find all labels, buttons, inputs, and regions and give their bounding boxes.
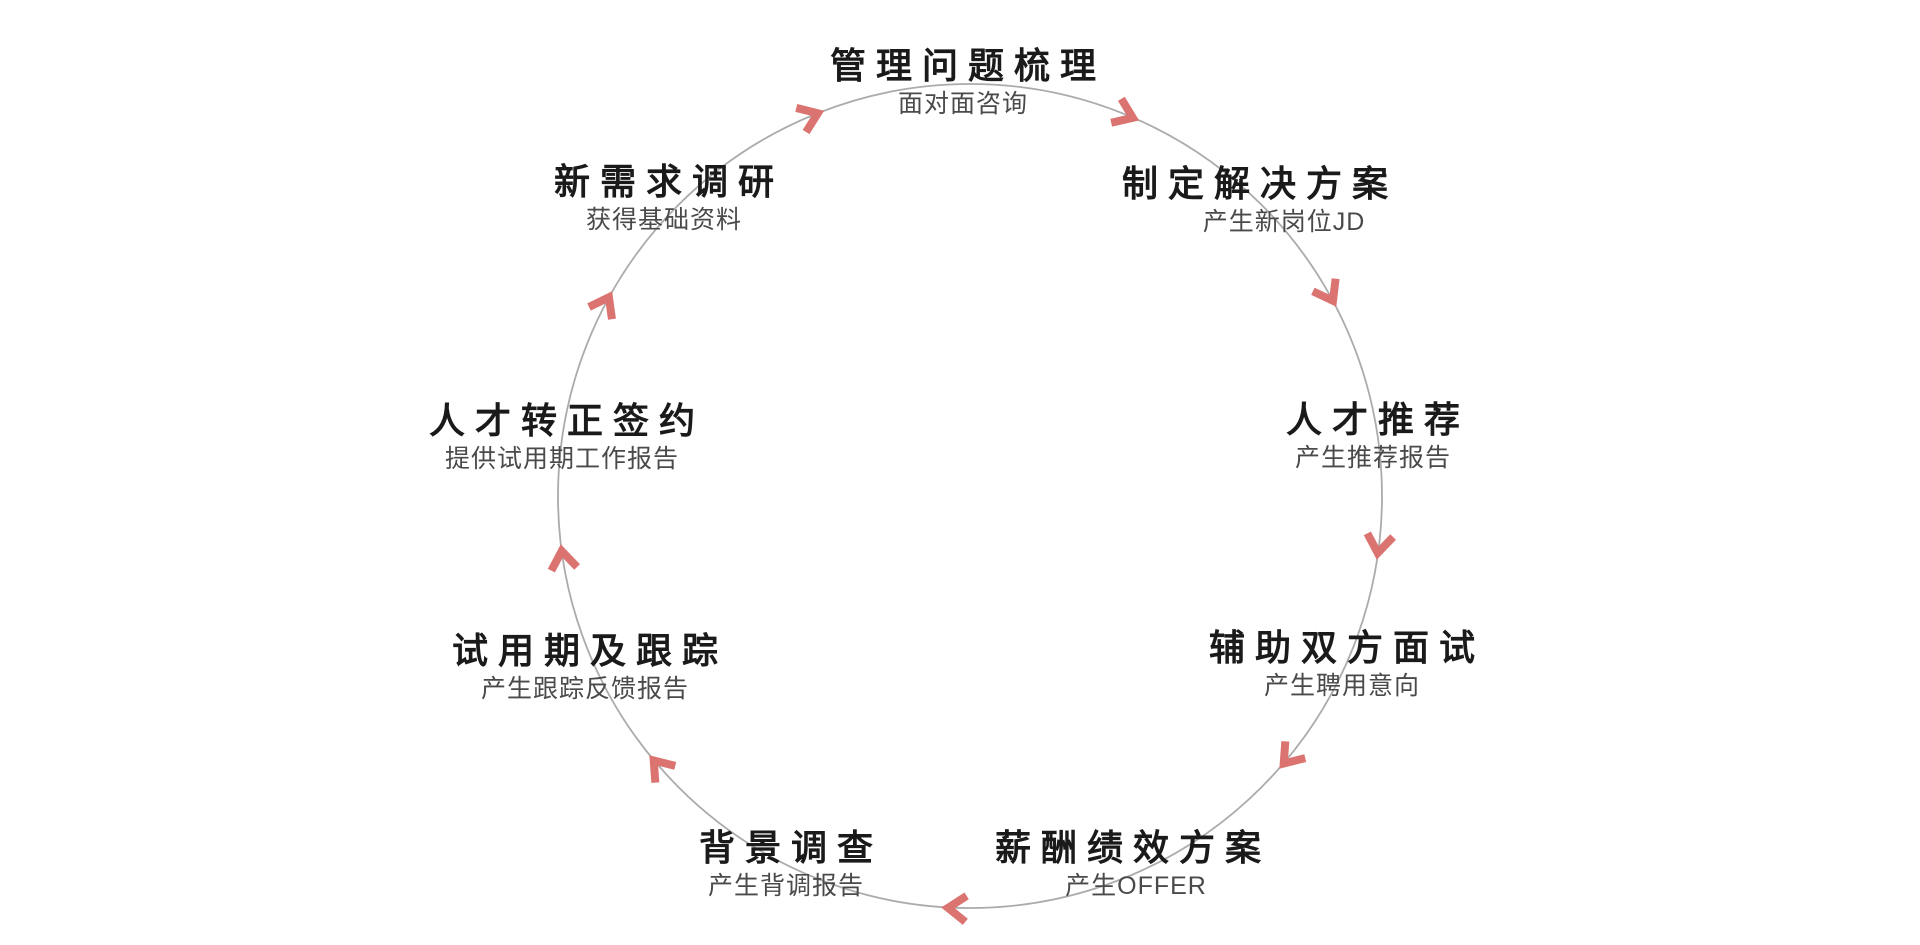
- stage-subtitle: 产生聘用意向: [1263, 672, 1421, 701]
- stage-subtitle: 产生OFFER: [1065, 872, 1207, 901]
- stage-title: 薪酬绩效方案: [994, 827, 1272, 868]
- stage-subtitle: 产生跟踪反馈报告: [480, 675, 690, 704]
- stage-title: 试用期及跟踪: [451, 630, 729, 671]
- stage-title: 人才推荐: [1285, 399, 1471, 440]
- clockwise-arrow-icon: [1279, 741, 1307, 769]
- stage-probation-tracking: 试用期及跟踪 产生跟踪反馈报告: [452, 630, 718, 704]
- stage-subtitle: 面对面咨询: [897, 90, 1029, 119]
- clockwise-arrow-icon: [1110, 96, 1140, 127]
- cycle-arrows: [547, 96, 1396, 925]
- stage-solution-design: 制定解决方案 产生新岗位JD: [1122, 163, 1388, 237]
- clockwise-arrow-icon: [1363, 531, 1396, 560]
- clockwise-arrow-icon: [795, 104, 825, 135]
- stage-title: 辅助双方面试: [1208, 627, 1486, 668]
- clockwise-arrow-icon: [1311, 278, 1340, 307]
- stage-title: 新需求调研: [553, 161, 785, 202]
- stage-subtitle: 产生新岗位JD: [1202, 208, 1366, 237]
- stage-subtitle: 提供试用期工作报告: [444, 445, 680, 474]
- clockwise-arrow-icon: [941, 892, 969, 925]
- stage-subtitle: 获得基础资料: [585, 206, 743, 235]
- stage-management-issue-review: 管理问题梳理 面对面咨询: [830, 45, 1096, 119]
- stage-conversion-signing: 人才转正签约 提供试用期工作报告: [429, 400, 695, 474]
- stage-title: 管理问题梳理: [829, 45, 1107, 86]
- stage-compensation-plan: 薪酬绩效方案 产生OFFER: [995, 827, 1261, 901]
- stage-subtitle: 产生背调报告: [707, 872, 865, 901]
- stage-subtitle: 产生推荐报告: [1294, 444, 1452, 473]
- stage-new-demand-research: 新需求调研 获得基础资料: [554, 161, 774, 235]
- stage-interview-assist: 辅助双方面试 产生聘用意向: [1209, 627, 1475, 701]
- stage-title: 制定解决方案: [1121, 163, 1399, 204]
- clockwise-arrow-icon: [649, 755, 677, 783]
- clockwise-arrow-icon: [587, 291, 616, 320]
- stage-title: 背景调查: [698, 827, 884, 868]
- clockwise-arrow-icon: [547, 544, 580, 573]
- stage-title: 人才转正签约: [428, 400, 706, 441]
- stage-talent-recommendation: 人才推荐 产生推荐报告: [1286, 399, 1460, 473]
- stage-background-check: 背景调查 产生背调报告: [699, 827, 873, 901]
- cycle-circle: [557, 83, 1383, 909]
